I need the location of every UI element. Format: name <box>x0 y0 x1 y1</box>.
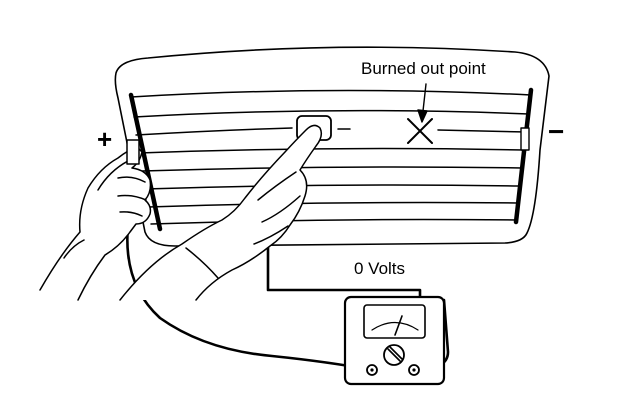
left-bus-bar <box>128 92 163 232</box>
left-hand-outline <box>39 146 152 301</box>
heater-grid-lines <box>130 89 532 225</box>
grid-line-5 <box>141 166 523 172</box>
right-hand-outline <box>119 124 323 301</box>
burned-out-point-label: Burned out point <box>361 59 486 78</box>
grid-line-4 <box>138 147 525 154</box>
voltage-reading-label: 0 Volts <box>354 259 406 278</box>
screw-slot <box>387 346 403 362</box>
negative-terminal-label: − <box>548 116 565 147</box>
right-hand-knuckle-1 <box>257 171 297 201</box>
left-hand-icon <box>39 139 152 301</box>
grid-line-2 <box>133 109 530 118</box>
test-lead-probe <box>266 236 422 302</box>
test-lead-common <box>126 208 374 372</box>
left-hand-finger-1 <box>117 176 146 183</box>
left-hand-finger-2 <box>117 194 147 201</box>
window-glass-outline <box>114 46 550 247</box>
right-terminal <box>520 127 530 151</box>
terminal-right-dot <box>412 368 416 372</box>
grid-line-8 <box>150 218 517 225</box>
terminal-left-dot <box>370 368 374 372</box>
leader-arrowhead <box>417 109 428 123</box>
right-hand-knuckle-3 <box>253 225 289 245</box>
right-hand-knuckle-2 <box>261 195 301 223</box>
right-wrist <box>185 247 219 279</box>
meter-needle <box>394 315 403 336</box>
positive-terminal-label: + <box>97 124 113 154</box>
right-bus-bar <box>513 87 534 225</box>
grid-line-6 <box>144 184 521 190</box>
grid-line-7 <box>147 201 519 208</box>
left-wrist <box>63 239 85 259</box>
meter-face <box>363 304 426 339</box>
probe-tip-left <box>126 139 140 165</box>
x-mark-icon <box>407 118 433 144</box>
grid-line-1 <box>130 89 532 98</box>
left-hand-finger-3 <box>119 211 143 217</box>
right-hand-icon <box>119 124 323 301</box>
voltmeter <box>343 295 446 386</box>
grid-line-3-left <box>135 127 293 136</box>
grid-line-3-right <box>437 129 528 133</box>
meter-scale <box>371 321 419 331</box>
